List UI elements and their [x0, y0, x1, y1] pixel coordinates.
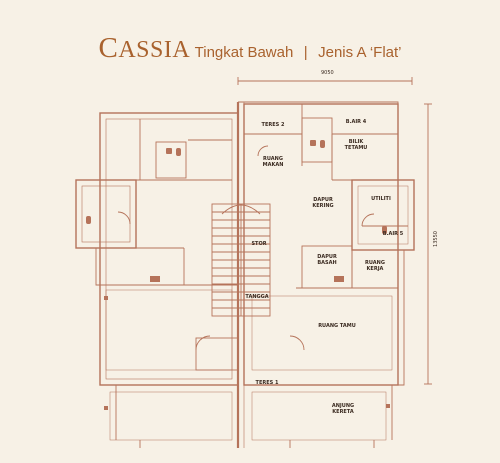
- plot-boundary-right: [238, 101, 415, 440]
- staircase: [211, 203, 271, 317]
- project-name: CASSIA: [98, 32, 191, 64]
- floor-level: Tingkat Bawah: [194, 44, 294, 61]
- label-stor: STOR: [251, 241, 267, 247]
- dimension-width-label: 9050: [321, 70, 334, 76]
- label-bilik-air-5: B.AIR 5: [382, 231, 404, 237]
- label-bilik-air-4: B.AIR 4: [345, 119, 367, 125]
- title-separator: |: [303, 44, 308, 61]
- plot-boundary: [75, 115, 117, 440]
- label-ruang-tamu: RUANG TAMU: [318, 323, 356, 329]
- label-tangga: TANGGA: [245, 294, 269, 300]
- label-bilik-tetamu: BILIK TETAMU: [344, 139, 368, 151]
- dimension-depth-label: 13550: [432, 231, 439, 247]
- label-teres-1: TERES 1: [255, 380, 279, 386]
- project-name-rest: ASSIA: [118, 37, 191, 63]
- label-ruang-makan: RUANG MAKAN: [262, 156, 284, 168]
- label-ruang-kerja: RUANG KERJA: [365, 260, 385, 272]
- label-teres-2: TERES 2: [261, 122, 285, 128]
- project-name-initial: C: [98, 32, 119, 64]
- width-dimension-line: [237, 77, 413, 85]
- label-dapur-kering: DAPUR KERING: [312, 197, 334, 209]
- unit-type: Jenis A ‘Flat’: [318, 44, 402, 61]
- depth-dimension-line: [424, 103, 432, 385]
- label-utiliti: UTILITI: [371, 196, 391, 202]
- label-dapur-basah: DAPUR BASAH: [317, 254, 337, 266]
- label-anjung-kereta: ANJUNG KERETA: [331, 403, 355, 415]
- plan-title: CASSIA Tingkat Bawah | Jenis A ‘Flat’: [0, 32, 500, 65]
